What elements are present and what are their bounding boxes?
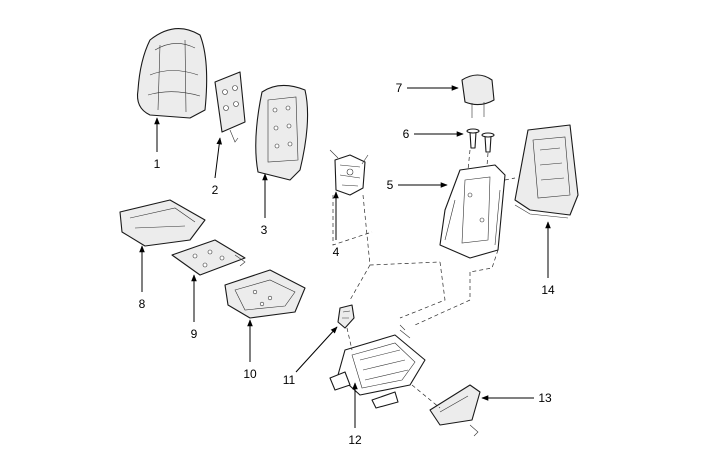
part-seat-back-cover <box>136 28 208 119</box>
part-headrest-guides <box>466 128 495 153</box>
callout-9: 9 <box>191 327 198 341</box>
part-back-board <box>514 124 579 219</box>
part-side-bracket <box>337 304 355 329</box>
callout-6: 6 <box>403 127 410 141</box>
callout-labels: 1 2 3 4 5 6 7 8 9 10 11 12 13 14 <box>139 81 555 447</box>
part-back-pad <box>255 84 309 181</box>
part-cushion-frame <box>329 324 426 409</box>
callout-leaders <box>139 85 551 428</box>
callout-7: 7 <box>396 81 403 95</box>
callout-4: 4 <box>333 245 340 259</box>
callout-10: 10 <box>243 367 257 381</box>
assembly-lines <box>332 149 516 409</box>
part-side-shield <box>429 384 481 437</box>
part-cushion-pan <box>171 239 246 276</box>
callout-13: 13 <box>538 391 552 405</box>
part-back-frame <box>439 164 506 259</box>
part-cushion-cover <box>119 199 206 247</box>
part-headrest <box>461 74 495 118</box>
part-back-pad-plate <box>214 71 246 143</box>
callout-12: 12 <box>348 433 362 447</box>
callout-3: 3 <box>261 223 268 237</box>
callout-8: 8 <box>139 297 146 311</box>
callout-14: 14 <box>541 283 555 297</box>
callout-11: 11 <box>283 373 296 387</box>
callout-5: 5 <box>387 178 394 192</box>
part-cushion-pad <box>224 269 306 319</box>
part-recliner-bracket <box>329 149 369 196</box>
callout-1: 1 <box>154 157 161 171</box>
callout-2: 2 <box>212 183 219 197</box>
